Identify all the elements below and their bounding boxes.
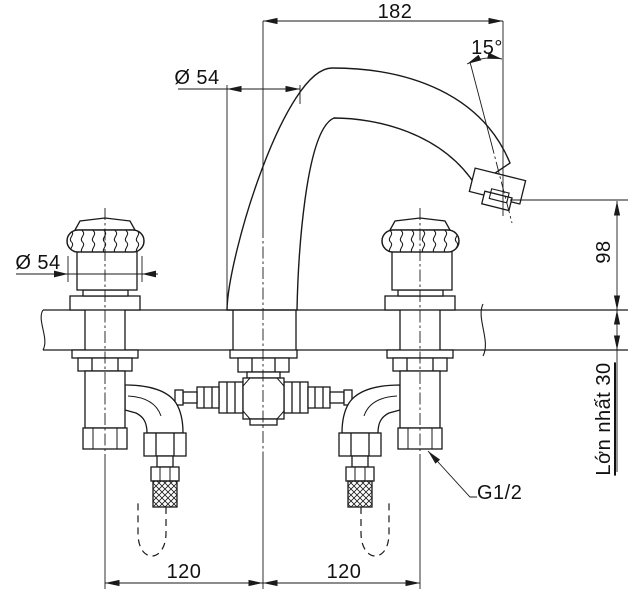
dimension-lines [16, 17, 621, 587]
dim-right-spacing-label: 120 [326, 561, 362, 583]
dim-spout-reach-label: 182 [377, 1, 413, 23]
deck-surface [40, 303, 628, 357]
label-supply-thread: G1/2 [477, 482, 523, 504]
left-handle [66, 217, 145, 311]
right-handle [381, 217, 460, 311]
extension-lines [67, 85, 628, 308]
left-handle-shank [71, 349, 184, 450]
centerlines [104, 21, 513, 589]
right-supply-hose [338, 432, 390, 557]
center-tee-body [174, 349, 353, 426]
spout-nozzle [468, 167, 527, 212]
left-supply-hose [137, 432, 187, 557]
note-max-deck-thickness-label: Lớn nhất 30 [593, 362, 615, 476]
dim-left-spacing-label: 120 [166, 561, 202, 583]
dim-spout-diameter-label: Ø 54 [174, 67, 220, 89]
through-deck-shanks [84, 309, 441, 351]
dim-handle-diameter-label: Ø 54 [15, 252, 61, 274]
spout-body [226, 67, 527, 311]
g12-leader-line [427, 450, 477, 498]
dim-outlet-height-label: 98 [593, 240, 615, 264]
dim-outlet-angle-label: 15° [471, 37, 503, 59]
